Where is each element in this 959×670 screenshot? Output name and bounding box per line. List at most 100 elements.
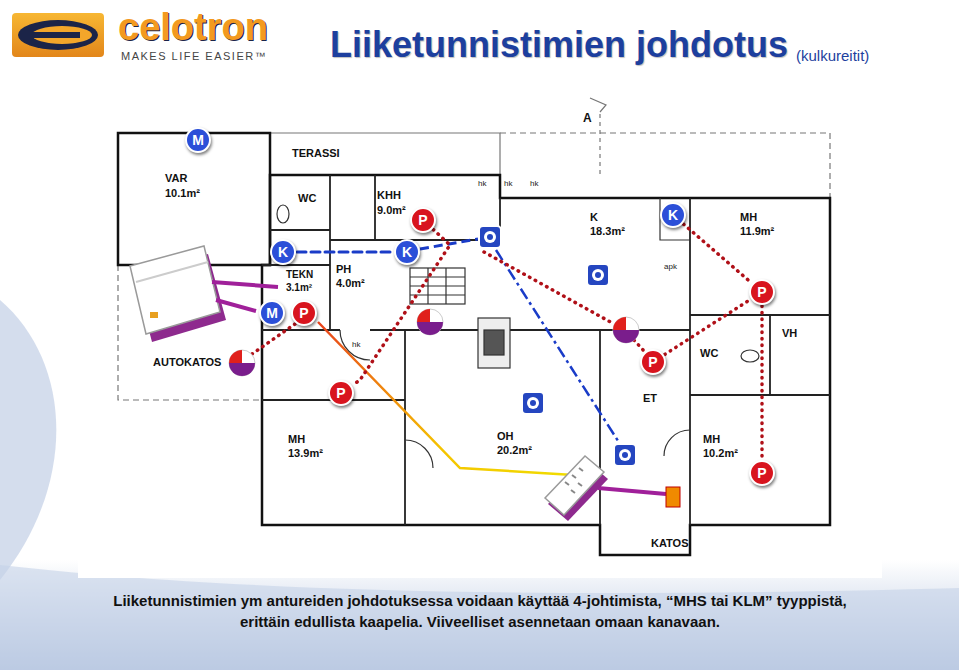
logo-text: celotron	[118, 6, 268, 50]
marker-letter: M	[192, 133, 204, 147]
control-unit	[130, 246, 226, 342]
room-label: KATOS	[651, 537, 689, 550]
pie-sensor-symbol	[417, 309, 443, 335]
room-area: 10.2m²	[703, 447, 738, 460]
room-area: 20.2m²	[497, 444, 532, 457]
pie-sensor-symbol	[417, 309, 430, 322]
cable	[598, 488, 666, 494]
detector-icon	[614, 444, 636, 466]
detector-icon	[479, 226, 501, 248]
fixture	[410, 268, 465, 304]
interior-wall	[270, 229, 330, 231]
room-label: TEKN	[286, 269, 313, 281]
pie-sensor-symbol	[613, 317, 639, 343]
room-label: ET	[643, 392, 657, 405]
logo-text: celotron	[118, 6, 268, 50]
fixture	[478, 318, 510, 368]
sensor-marker: K	[270, 239, 296, 265]
room-label: MH	[288, 433, 305, 446]
detector-icon	[592, 269, 604, 281]
fixture	[484, 330, 504, 355]
exterior-outline	[500, 133, 830, 198]
fixture	[277, 198, 759, 468]
room-label: MH	[703, 433, 720, 446]
room-label: MH	[740, 211, 757, 224]
pie-sensor-symbol	[229, 350, 242, 363]
control-unit	[130, 246, 220, 334]
detector-icon	[614, 444, 636, 466]
fixture-label: apk	[664, 262, 677, 271]
marker-letter: K	[668, 208, 678, 222]
detector-icon	[484, 231, 496, 243]
room-label: K	[590, 211, 598, 224]
room-area: 4.0m²	[336, 277, 365, 290]
fixture-label: hk	[352, 340, 360, 349]
plan-sheet	[78, 90, 882, 578]
cable	[318, 322, 590, 476]
sensor-marker: K	[660, 202, 686, 228]
caption: Liiketunnistimien ym antureiden johdotuk…	[100, 590, 860, 632]
sensor-marker: P	[328, 380, 354, 406]
company-logo	[12, 13, 104, 57]
pie-sensor-symbol	[229, 350, 255, 376]
room-label: MH	[288, 433, 305, 446]
room-area: 9.0m²	[377, 204, 406, 217]
wall	[118, 133, 270, 265]
sensor-cable	[665, 300, 750, 355]
detector-icon	[595, 272, 601, 278]
detector-icon	[530, 400, 536, 406]
room-label: MH	[703, 433, 720, 446]
room-area: 18.3m²	[590, 225, 625, 238]
subtitle: (kulkureitit)	[796, 47, 869, 64]
pie-sensor-symbol	[417, 322, 443, 335]
detector-icon	[487, 234, 493, 240]
room-label: VAR	[165, 172, 187, 185]
room-label: VH	[782, 327, 797, 340]
room-label: VAR	[165, 172, 187, 185]
room-label: OH	[497, 430, 514, 443]
caption: Liiketunnistimien ym antureiden johdotuk…	[100, 590, 860, 632]
sensor-cable	[760, 306, 764, 459]
room-area: 3.1m²	[286, 282, 312, 294]
sensor-marker: P	[749, 460, 775, 486]
interior-wall	[599, 330, 601, 525]
interior-wall	[769, 315, 771, 395]
room-label: WC	[298, 192, 316, 205]
cable	[634, 340, 644, 351]
sensor-marker: P	[640, 349, 666, 375]
room-label: OH	[497, 430, 514, 443]
room-label: WC	[298, 192, 316, 205]
slide-background	[0, 300, 56, 580]
room-area: 13.9m²	[288, 447, 323, 460]
detector-icon	[479, 226, 501, 248]
exterior-outline	[590, 98, 606, 112]
interior-wall	[374, 175, 376, 240]
section-mark: A	[583, 112, 592, 126]
pie-sensor-symbol	[613, 317, 626, 330]
control-unit	[136, 262, 208, 282]
room-label: WC	[700, 347, 718, 360]
pie-sensor-symbol	[229, 350, 255, 376]
wall	[262, 175, 830, 555]
pie-sensor-symbol	[613, 317, 639, 343]
room-label: MH	[740, 211, 757, 224]
fixture-label: hk	[352, 340, 360, 349]
interior-wall	[262, 264, 330, 266]
pie-sensor-symbol	[613, 330, 639, 343]
cable	[212, 239, 666, 494]
room-area: 18.3m²	[590, 225, 625, 238]
room-label: WC	[700, 347, 718, 360]
wall	[118, 133, 830, 555]
fixture-label: hk	[478, 179, 486, 188]
fixture-label: hk	[530, 179, 538, 188]
room-label: PH	[336, 263, 351, 276]
marker-letter: K	[402, 245, 412, 259]
subtitle: (kulkureitit)	[796, 47, 869, 64]
room-area: 11.9m²	[740, 225, 774, 238]
interior-wall	[404, 330, 406, 525]
fixture-label: apk	[664, 262, 677, 271]
marker-letter: P	[648, 355, 657, 369]
cable	[216, 300, 256, 311]
detector-icon	[587, 264, 609, 286]
fixture-label: hk	[478, 179, 486, 188]
